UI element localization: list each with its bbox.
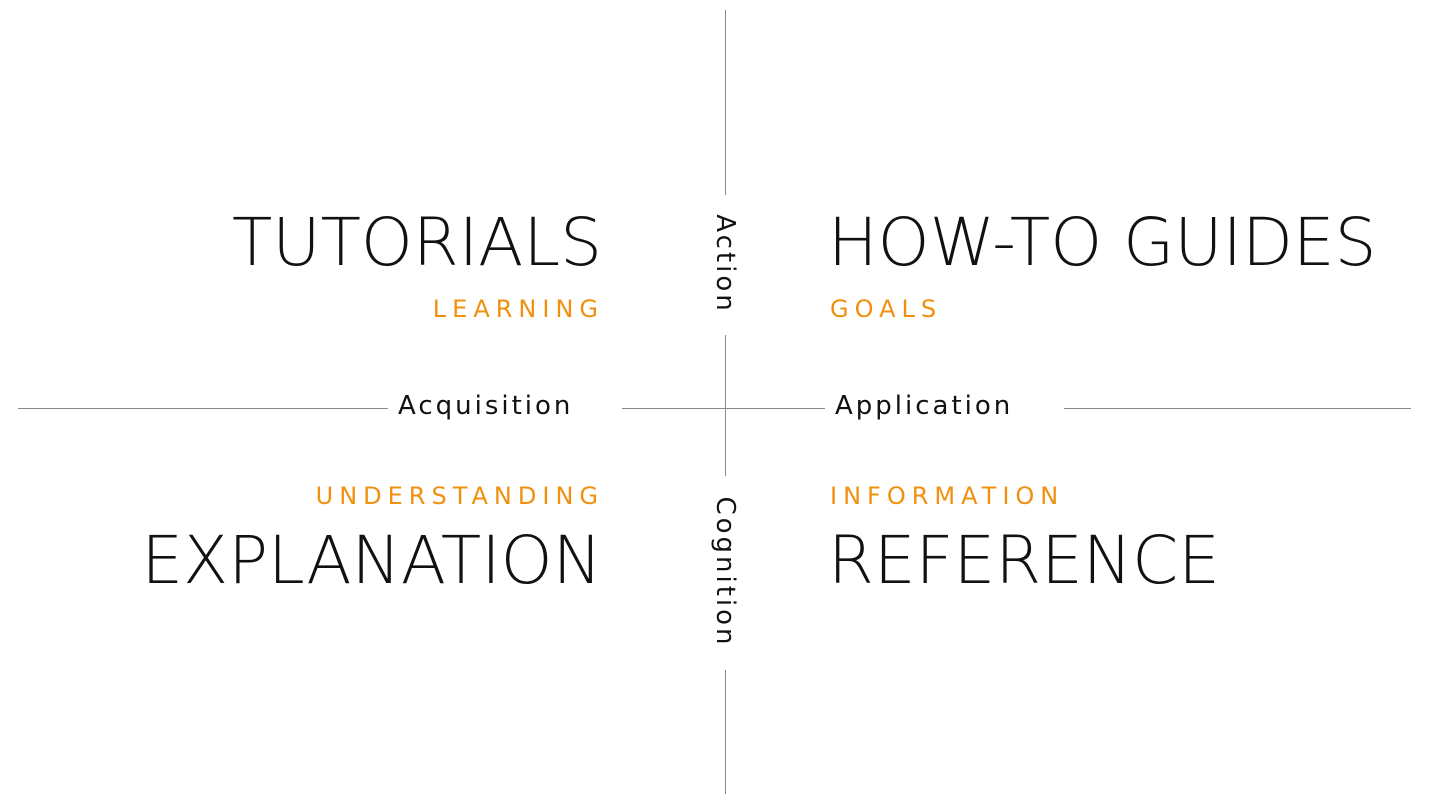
horizontal-axis-right-line: [1064, 408, 1411, 409]
axis-label-action: Action: [710, 214, 740, 314]
quadrant-subtitle-information: INFORMATION: [830, 482, 1065, 510]
quadrant-title-reference: REFERENCE: [828, 522, 1220, 599]
quadrant-subtitle-understanding: UNDERSTANDING: [315, 482, 604, 510]
vertical-axis-middle-lower-line: [725, 408, 726, 476]
horizontal-axis-left-line: [18, 408, 388, 409]
quadrant-subtitle-learning: LEARNING: [432, 295, 604, 323]
axis-label-application: Application: [835, 391, 1014, 421]
quadrant-title-tutorials: TUTORIALS: [231, 204, 602, 281]
quadrant-title-explanation: EXPLANATION: [141, 522, 602, 599]
vertical-axis-middle-upper-line: [725, 335, 726, 408]
axis-label-acquisition: Acquisition: [398, 391, 574, 421]
quadrant-title-how-to-guides: HOW-TO GUIDES: [828, 204, 1377, 281]
quadrant-subtitle-goals: GOALS: [830, 295, 943, 323]
horizontal-axis-middle-line: [622, 408, 825, 409]
vertical-axis-bottom-line: [725, 670, 726, 794]
vertical-axis-top-line: [725, 10, 726, 195]
axis-label-cognition: Cognition: [710, 496, 740, 648]
